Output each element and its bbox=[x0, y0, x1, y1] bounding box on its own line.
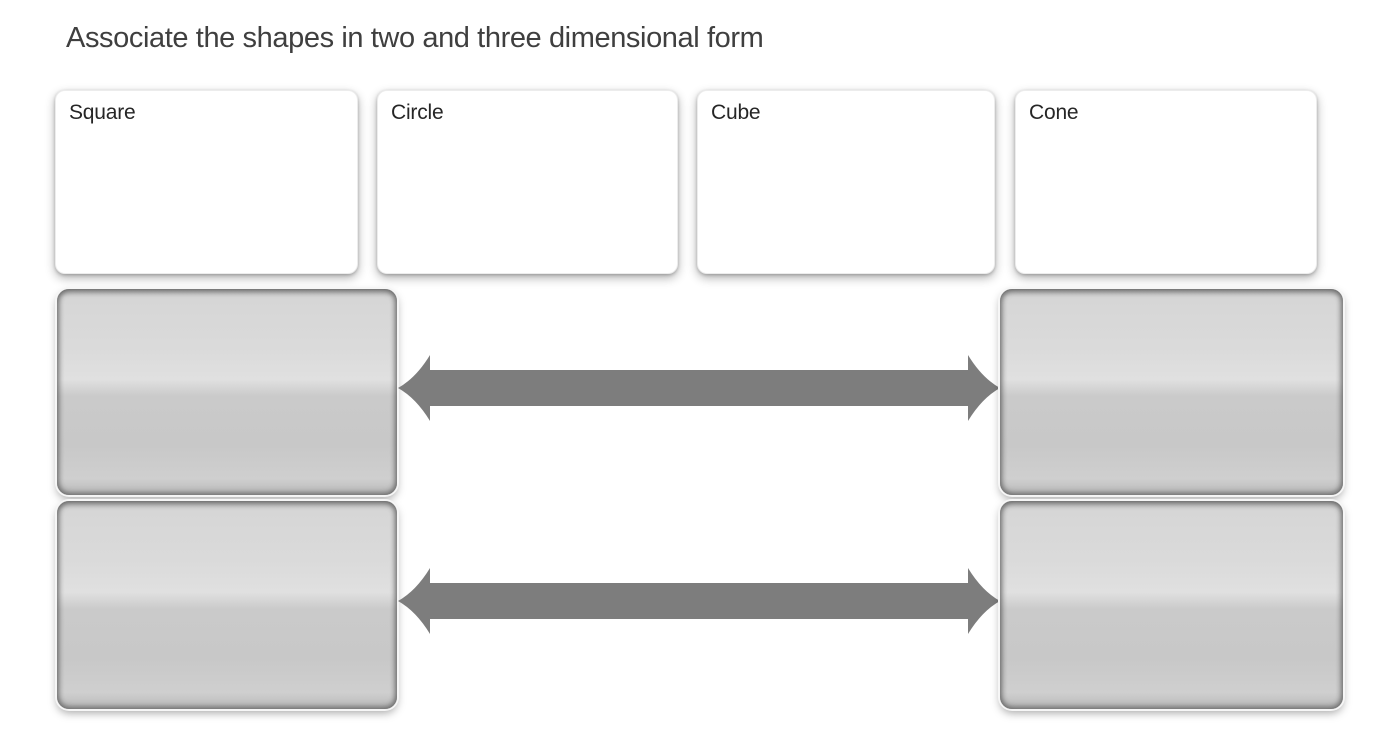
double-arrow-icon bbox=[398, 355, 1000, 421]
drop-zone-row2-right[interactable] bbox=[1000, 501, 1343, 709]
double-arrow-shape bbox=[398, 355, 1000, 421]
drop-zone-row1-right[interactable] bbox=[1000, 289, 1343, 495]
choice-card-label: Circle bbox=[391, 101, 444, 124]
choice-card-cube[interactable]: Cube bbox=[697, 90, 995, 274]
choice-card-cone[interactable]: Cone bbox=[1015, 90, 1317, 274]
choice-card-label: Square bbox=[69, 101, 136, 124]
drop-zone-row1-left[interactable] bbox=[57, 289, 397, 495]
drop-zone-row2-left[interactable] bbox=[57, 501, 397, 709]
double-arrow-icon bbox=[398, 568, 1000, 634]
choice-card-label: Cone bbox=[1029, 101, 1079, 124]
double-arrow-shape bbox=[398, 568, 1000, 634]
choice-card-label: Cube bbox=[711, 101, 761, 124]
choice-card-circle[interactable]: Circle bbox=[377, 90, 678, 274]
page-title: Associate the shapes in two and three di… bbox=[66, 22, 764, 54]
choice-card-square[interactable]: Square bbox=[55, 90, 358, 274]
